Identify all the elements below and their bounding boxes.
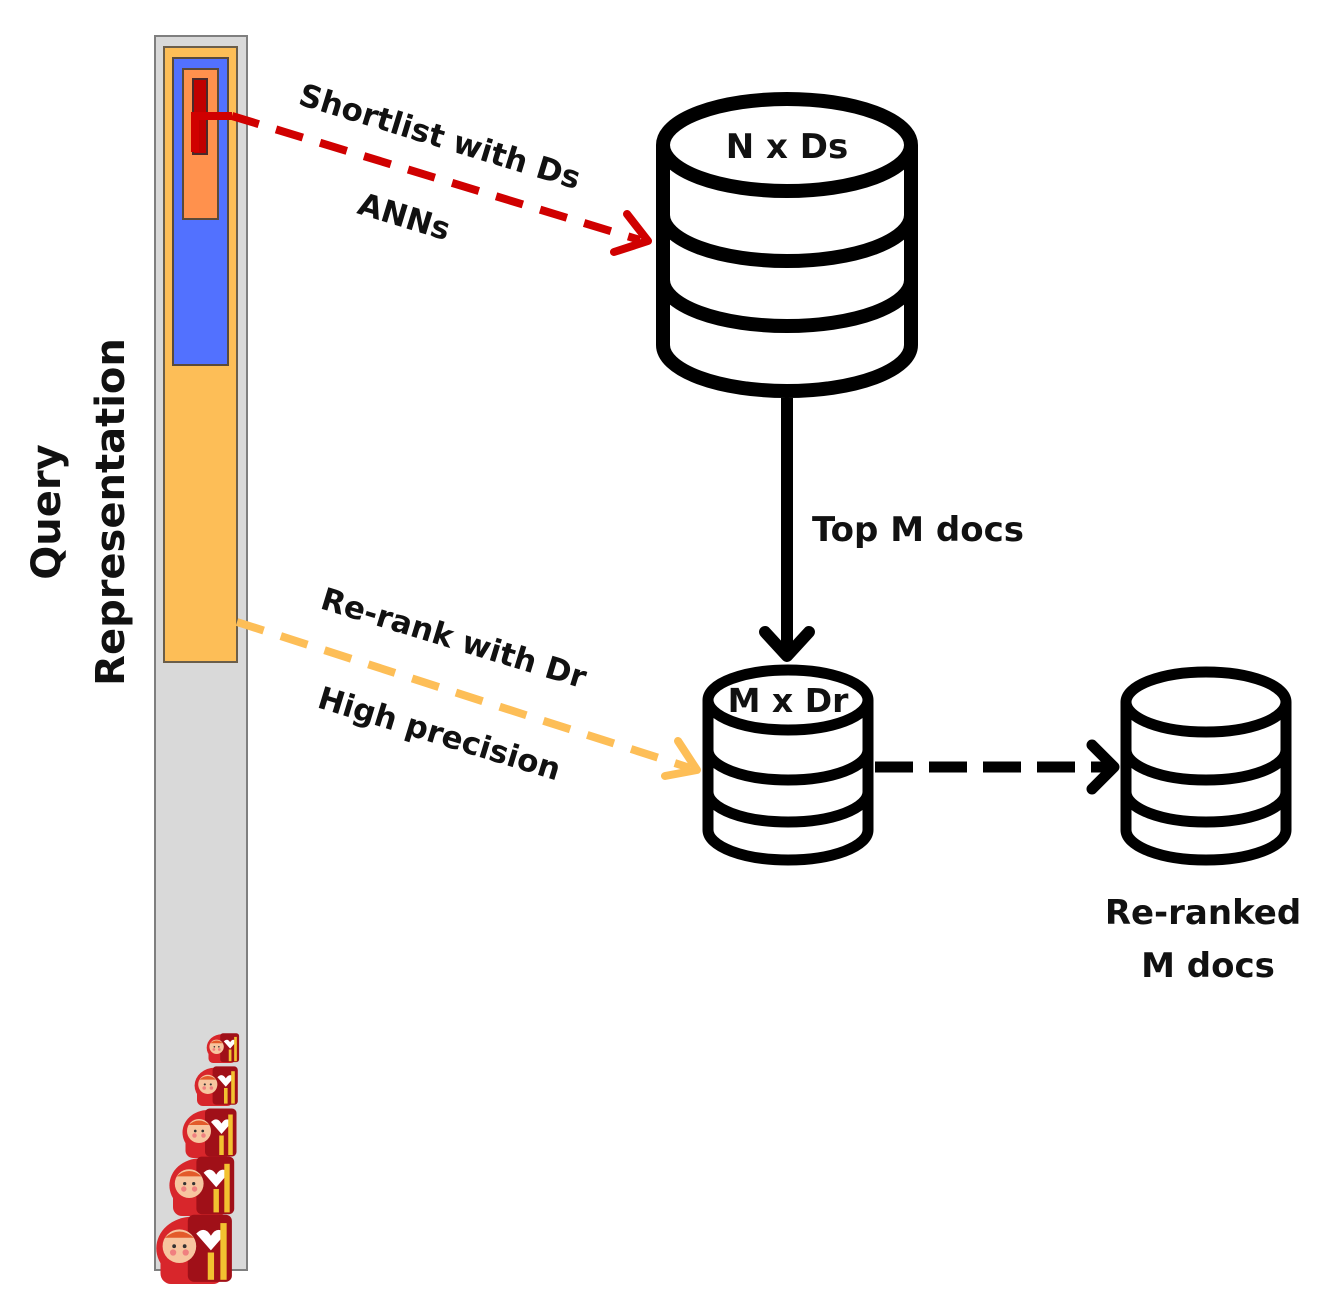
- result-label-line2: M docs: [1141, 946, 1275, 986]
- medium-database: M x Dr: [702, 664, 874, 866]
- large-database-label: N x Ds: [726, 127, 849, 167]
- database-icon: [656, 92, 918, 398]
- rerank-label: Re-rank with Dr: [317, 581, 592, 696]
- rerank-arrow: [235, 618, 701, 780]
- shortlist-arrow: [191, 112, 652, 256]
- result-database: [1120, 666, 1292, 866]
- rerank-sublabel: High precision: [314, 680, 565, 788]
- large-database: N x Ds: [656, 92, 918, 398]
- medium-database-label: M x Dr: [728, 681, 849, 720]
- result-arrow: [875, 739, 1120, 795]
- database-icon: [1120, 666, 1292, 866]
- shortlist-sublabel: ANNs: [354, 186, 455, 248]
- shortlist-label: Shortlist with Ds: [295, 77, 585, 197]
- query-label-line2: Representation: [88, 338, 134, 686]
- top-m-arrow: [759, 398, 815, 662]
- query-label-line1: Query: [24, 444, 70, 579]
- query-representation-bar: [154, 35, 248, 1271]
- database-icon: [702, 664, 874, 866]
- top-m-label: Top M docs: [812, 510, 1024, 550]
- result-label-line1: Re-ranked: [1105, 893, 1301, 933]
